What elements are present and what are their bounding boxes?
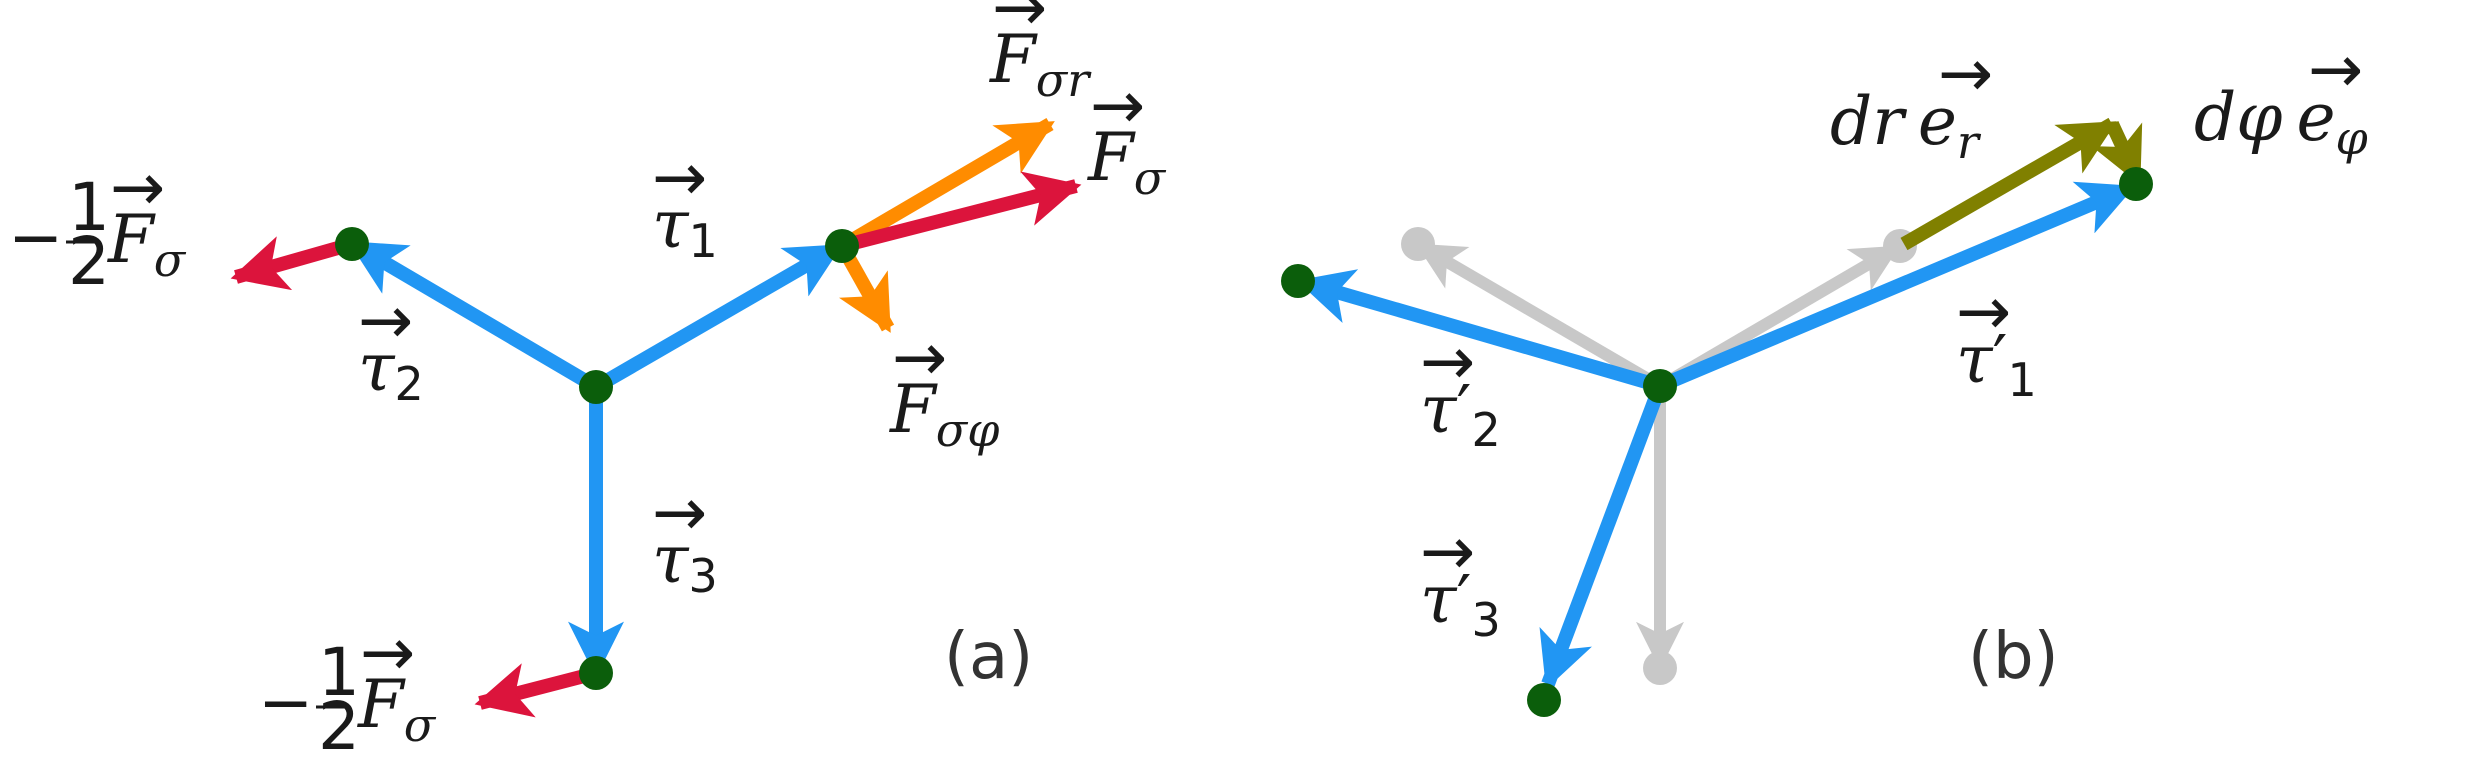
- svg-text:1: 1: [68, 169, 110, 246]
- label-half-force-bottom: − 1 2 Fσ →: [258, 614, 437, 765]
- f-sigma-r-arrow: [838, 117, 1055, 253]
- svg-text:Fσr: Fσr: [989, 21, 1092, 107]
- half-force-bottom-arrow: [474, 663, 598, 718]
- svg-text:τ2: τ2: [358, 329, 424, 411]
- label-tau1: τ1 →: [652, 139, 718, 268]
- svg-text:Fσ: Fσ: [107, 201, 187, 287]
- svg-text:→: →: [992, 0, 1047, 46]
- svg-text:τ3: τ3: [652, 521, 718, 603]
- svg-text:→: →: [110, 149, 165, 226]
- label-f-sigma: Fσ →: [1087, 67, 1167, 205]
- label-half-force-left: − 1 2 Fσ →: [8, 149, 187, 300]
- svg-text:−: −: [258, 664, 313, 741]
- tau1-arrow: [592, 240, 843, 394]
- label-tau3p: τ′3 →: [1420, 513, 1501, 647]
- tau2-arrow: [348, 237, 600, 394]
- svg-text:→: →: [652, 139, 707, 216]
- label-tau3: τ3 →: [652, 474, 718, 603]
- node-1-a: [825, 229, 859, 263]
- ghost-tau2-arrow: [1415, 240, 1664, 392]
- svg-text:→: →: [1420, 513, 1475, 590]
- tau2p-arrow: [1296, 269, 1662, 393]
- svg-text:Fσ: Fσ: [357, 666, 437, 752]
- panel-b-label: (b): [1968, 620, 2059, 694]
- svg-text:2: 2: [68, 223, 110, 300]
- svg-text:1: 1: [318, 634, 360, 711]
- svg-text:τ′1: τ′1: [1956, 321, 2037, 407]
- svg-text:→: →: [360, 614, 415, 691]
- svg-text:2: 2: [318, 688, 360, 765]
- node-1-b: [2119, 167, 2153, 201]
- svg-text:→: →: [652, 474, 707, 551]
- svg-text:→: →: [1938, 35, 1993, 112]
- node-2-a: [335, 227, 369, 261]
- ghost-node-2: [1401, 227, 1435, 261]
- svg-text:→: →: [1090, 67, 1145, 144]
- node-3-a: [579, 656, 613, 690]
- svg-text:→: →: [2308, 31, 2363, 108]
- svg-text:Fσφ: Fσφ: [889, 371, 1000, 457]
- svg-text:→: →: [1956, 273, 2011, 350]
- dr-er-arrow: [1900, 117, 2117, 251]
- svg-text:→: →: [358, 282, 413, 359]
- svg-text:τ′2: τ′2: [1420, 371, 1501, 457]
- node-center-a: [579, 370, 613, 404]
- svg-text:→: →: [1420, 323, 1475, 400]
- svg-text:−: −: [8, 199, 63, 276]
- panel-a-label: (a): [944, 620, 1033, 694]
- label-tau2: τ2 →: [358, 282, 424, 411]
- svg-text:Fσ: Fσ: [1087, 119, 1167, 205]
- label-tau1p: τ′1 →: [1956, 273, 2037, 407]
- tau1p-arrow: [1657, 181, 2136, 393]
- label-f-sigma-phi: Fσφ →: [889, 319, 1000, 457]
- label-tau2p: τ′2 →: [1420, 323, 1501, 457]
- svg-text:→: →: [892, 319, 947, 396]
- tau3p-arrow: [1539, 383, 1667, 690]
- svg-text:τ′3: τ′3: [1420, 561, 1501, 647]
- half-force-left-arrow: [230, 236, 354, 291]
- node-2-b: [1281, 264, 1315, 298]
- label-f-sigma-r: Fσr →: [989, 0, 1092, 107]
- ghost-node-3: [1643, 651, 1677, 685]
- node-center-b: [1643, 369, 1677, 403]
- f-sigma-arrow: [840, 171, 1082, 253]
- panel-a: τ1 → τ2 → τ3 → Fσr → Fσ → Fσφ → −: [8, 0, 1167, 765]
- svg-text:τ1: τ1: [652, 186, 718, 268]
- node-3-b: [1527, 683, 1561, 717]
